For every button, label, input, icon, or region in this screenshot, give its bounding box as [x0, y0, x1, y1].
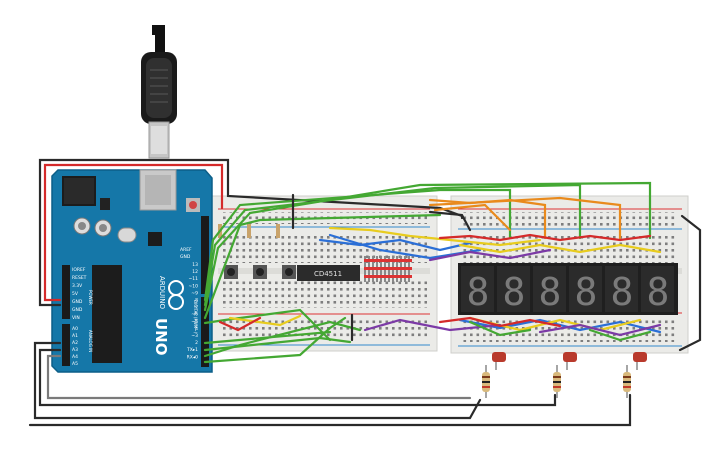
brand-label: ARDUINO [158, 276, 166, 309]
power-header-label: POWER [88, 290, 93, 305]
pushbutton-2 [253, 265, 267, 279]
digital-pin-5: 8 [195, 298, 198, 304]
model-label: UNO [152, 318, 170, 356]
digit-glyph-3: 8 [539, 270, 562, 314]
digital-pin-0: 13 [192, 262, 198, 268]
seven-segment-display-module: 8 8 8 8 8 8 [458, 263, 678, 315]
analog-pin-2: A2 [72, 340, 78, 346]
analog-pin-4: A4 [72, 354, 78, 360]
digital-pin-10: ~3 [191, 333, 198, 339]
digit-1: 8 [461, 266, 494, 314]
power-pin-4: GND [72, 299, 83, 305]
digital-pin-2: ~11 [189, 276, 199, 282]
digital-pin-4: ~9 [191, 290, 198, 296]
led-resistor-1 [482, 365, 490, 398]
power-pin-3: 5V [72, 291, 79, 297]
digital-pin-6: 7 [195, 305, 198, 311]
digit-glyph-1: 8 [467, 270, 490, 314]
analog-pin-1: A1 [72, 333, 78, 339]
digit-glyph-4: 8 [575, 270, 598, 314]
chip-label: CD4511 [314, 270, 342, 278]
digit-5: 8 [605, 266, 638, 314]
digital-pin-12: TX▸1 [186, 347, 198, 353]
led-resistor-2 [553, 365, 561, 398]
digital-header-label: DIGITAL (PWM~) [193, 300, 198, 334]
pushbutton-1 [224, 265, 238, 279]
led-2 [563, 352, 577, 370]
digital-pin-13: RX◂0 [187, 354, 198, 360]
digit-2: 8 [497, 266, 530, 314]
analog-pin-5: A5 [72, 361, 78, 367]
power-pin-5: GND [72, 307, 83, 313]
pushbuttons [224, 265, 296, 279]
power-pin-labels: IOREF RESET 3.3V 5V GND GND VIN [72, 267, 87, 321]
power-pin-0: IOREF [72, 267, 86, 273]
pushbutton-3 [282, 265, 296, 279]
digital-pin-11: 2 [195, 340, 198, 346]
power-pin-1: RESET [72, 275, 87, 281]
leds [492, 352, 647, 370]
arduino-uno-board: ARDUINO UNO POWER ANALOG IN DIGITAL (PWM… [51, 169, 213, 373]
arduino-logo [168, 280, 184, 310]
led-3 [633, 352, 647, 370]
analog-header-label: ANALOG IN [88, 330, 93, 352]
aref-label: AREF [180, 247, 192, 253]
digit-glyph-6: 8 [647, 270, 670, 314]
wires [28, 158, 702, 427]
digit-4: 8 [569, 266, 602, 314]
digit-glyph-5: 8 [611, 270, 634, 314]
gnd-label: GND [180, 254, 191, 260]
digital-pin-1: 12 [192, 269, 198, 275]
power-pin-2: 3.3V [72, 283, 83, 289]
led-1 [492, 352, 506, 370]
digital-pin-8: ~5 [191, 319, 198, 325]
led-resistor-3 [623, 365, 631, 398]
usb-cable [141, 25, 177, 159]
resistor-array [364, 256, 412, 282]
led-resistors [482, 365, 631, 398]
digit-glyph-2: 8 [503, 270, 526, 314]
power-pin-6: VIN [72, 315, 80, 321]
analog-pin-3: A3 [72, 347, 78, 353]
digital-pin-3: ~10 [189, 283, 199, 289]
digital-pin-7: ~6 [191, 312, 198, 318]
digit-6: 8 [641, 266, 674, 314]
cd4511-chip: CD4511 [297, 265, 360, 281]
analog-pin-0: A0 [72, 326, 78, 332]
digital-pin-9: 4 [195, 326, 198, 332]
digit-3: 8 [533, 266, 566, 314]
